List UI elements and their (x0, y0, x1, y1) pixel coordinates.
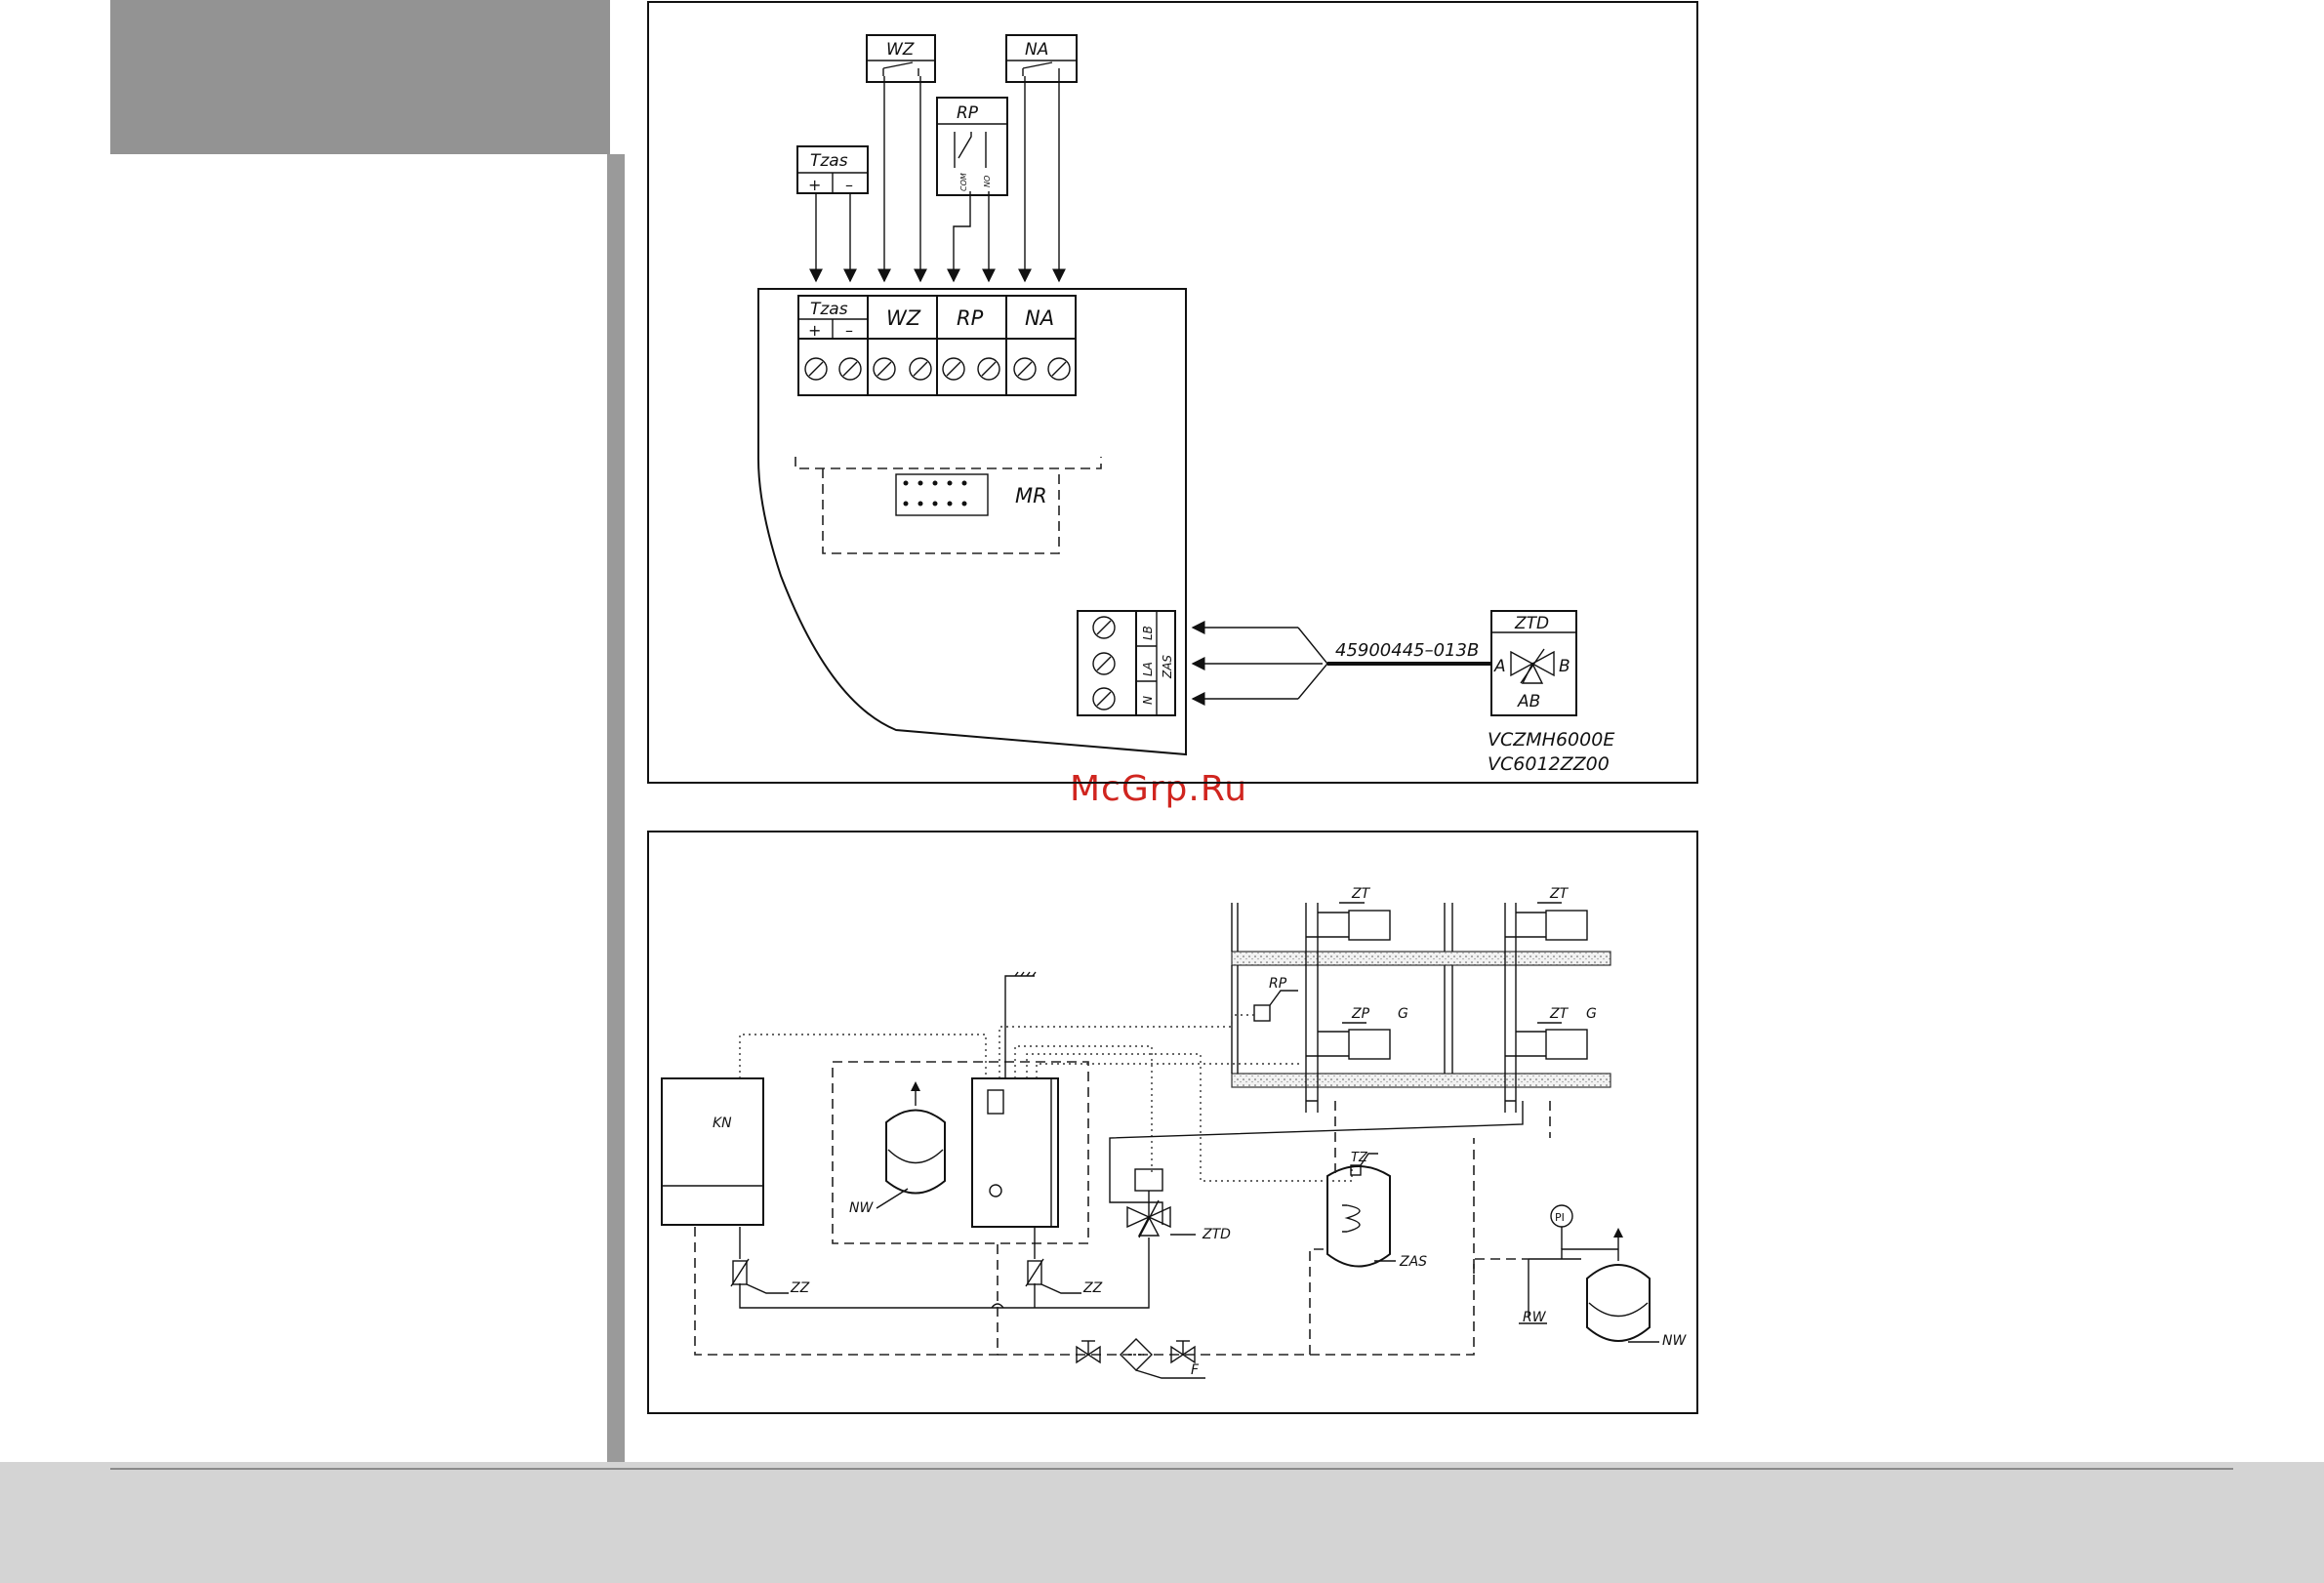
control-enclosure (833, 1062, 1088, 1243)
terminal-wz-label: WZ (886, 306, 921, 330)
boiler-kn: KN (662, 1078, 763, 1225)
three-way-valve-ztd: ZTD (1127, 1169, 1231, 1242)
kn-label: KN (713, 1116, 732, 1131)
ztd-b-label: B (1559, 657, 1570, 676)
ztd-ab-label: AB (1517, 692, 1540, 711)
ztd-title: ZTD (1514, 614, 1549, 633)
nw-label-left: NW (849, 1200, 874, 1216)
rp-no-label: NO (983, 176, 992, 187)
zz-label-2: ZZ (1082, 1280, 1103, 1296)
rp-room-thermostat-device: RP COM NO (937, 98, 1007, 195)
valve-model-1: VCZMH6000E (1488, 729, 1614, 751)
check-valve-zz-1: ZZ (731, 1259, 810, 1296)
na-device: NA (1006, 35, 1077, 82)
tzas-plus-label: + (808, 176, 821, 194)
zas-n-label: N (1141, 696, 1155, 705)
terminal-strip: Tzas + – WZ RP NA (798, 296, 1076, 395)
hydraulic-panel-frame (648, 832, 1697, 1413)
ztd-valve-box: ZTD A B AB (1491, 611, 1576, 715)
cable-code-label: 45900445–013B (1335, 640, 1479, 661)
zas-label: ZAS (1161, 655, 1174, 679)
ztd-hydraulic-label: ZTD (1202, 1227, 1231, 1242)
zt-label-1: ZT (1351, 886, 1371, 902)
g-label-1: G (1398, 1006, 1408, 1022)
mr-label: MR (1015, 484, 1047, 507)
terminal-tzas-label: Tzas (810, 300, 848, 319)
pipework (695, 1101, 1550, 1355)
tzas-device-label: Tzas (810, 151, 848, 171)
control-signal-lines (740, 1015, 1352, 1181)
expansion-vessel-left: NW (849, 1081, 945, 1216)
g-label-2: G (1586, 1006, 1597, 1022)
controller-unit (972, 972, 1058, 1227)
zas-terminal-block: LB LA N ZAS (1078, 611, 1175, 715)
zt-label-3: ZT (1549, 1006, 1570, 1022)
rp-room-label: RP (1269, 976, 1287, 992)
zp-label: ZP (1351, 1006, 1370, 1022)
valve-cable: 45900445–013B (1193, 628, 1491, 699)
tzas-sensor-device: Tzas + – (797, 146, 868, 194)
hot-water-tank-zas: TZ ZAS (1327, 1151, 1427, 1270)
check-valve-zz-2: ZZ (1026, 1259, 1103, 1296)
rp-device-label: RP (957, 103, 979, 123)
mr-module: MR (795, 457, 1101, 553)
terminal-rp-label: RP (957, 306, 984, 330)
tz-label: TZ (1351, 1151, 1368, 1165)
wz-device-label: WZ (886, 40, 915, 60)
terminal-na-label: NA (1025, 306, 1054, 330)
rp-com-label: COM (959, 173, 968, 191)
terminal-minus-label: – (845, 321, 853, 340)
zt-label-2: ZT (1549, 886, 1570, 902)
room-thermostat-rp: RP (1254, 976, 1298, 1021)
zas-tank-label: ZAS (1399, 1254, 1427, 1270)
expansion-vessel-right: PI NW RW (1519, 1205, 1687, 1349)
pi-label: PI (1555, 1211, 1565, 1224)
filter-label: F (1191, 1362, 1200, 1378)
ztd-a-label: A (1493, 657, 1506, 676)
terminal-plus-label: + (808, 321, 821, 340)
zas-lb-label: LB (1141, 626, 1155, 640)
valve-model-2: VC6012ZZ00 (1488, 753, 1610, 775)
zas-la-label: LA (1141, 662, 1155, 676)
na-device-label: NA (1025, 40, 1048, 60)
tzas-minus-label: – (845, 176, 853, 194)
wz-device: WZ (867, 35, 935, 82)
filter-assembly: F (1077, 1339, 1205, 1378)
nw-label-right: NW (1662, 1333, 1687, 1349)
zz-label-1: ZZ (790, 1280, 810, 1296)
